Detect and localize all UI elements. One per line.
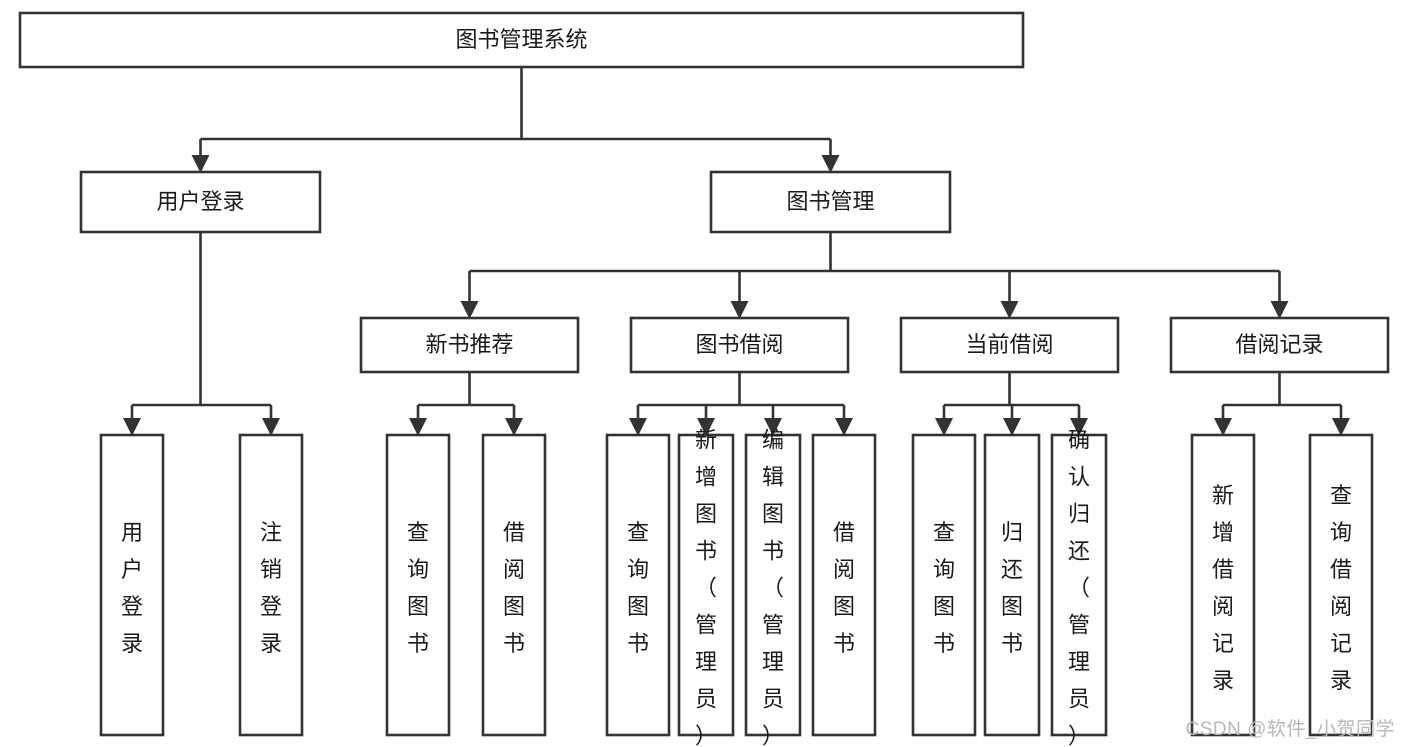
node-leaf-user-logout[interactable]: 注销登录 [238, 433, 304, 737]
node-box [911, 433, 977, 737]
node-book-manage[interactable]: 图书管理 [709, 170, 952, 234]
node-box [811, 433, 877, 737]
node-box [79, 170, 322, 234]
arrow-head-icon [629, 418, 647, 436]
node-label: 查询图书 [407, 520, 429, 656]
connector-group-user-login [123, 232, 280, 436]
node-label: 新书推荐 [425, 332, 513, 357]
node-box [1190, 433, 1256, 737]
node-label: 查询图书 [627, 520, 649, 656]
node-label: 图书借阅 [695, 332, 783, 357]
node-borrow-record[interactable]: 借阅记录 [1169, 316, 1390, 374]
node-label: 新增借阅记录 [1212, 483, 1234, 693]
arrow-head-icon [821, 155, 840, 173]
arrow-head-icon [835, 418, 853, 436]
node-book-borrow[interactable]: 图书借阅 [629, 316, 850, 374]
node-label: 编辑图书（管理员） [762, 427, 784, 747]
connector-group-root [191, 67, 840, 173]
node-box [18, 11, 1025, 69]
node-label: 归还图书 [1001, 520, 1023, 656]
node-label: 图书管理 [786, 189, 874, 214]
node-leaf-confirm-return-admin[interactable]: 确认归还（管理员） [1050, 427, 1108, 747]
node-box [1050, 433, 1108, 737]
node-box [1308, 433, 1374, 737]
node-leaf-query-book-3[interactable]: 查询图书 [911, 433, 977, 737]
node-label: 注销登录 [260, 520, 282, 656]
node-box [99, 433, 165, 737]
connector-group-borrow-record [1214, 372, 1350, 436]
node-label: 用户登录 [156, 189, 244, 214]
node-box [605, 433, 671, 737]
node-leaf-query-book-1[interactable]: 查询图书 [385, 433, 451, 737]
arrow-head-icon [191, 155, 210, 173]
node-user-login[interactable]: 用户登录 [79, 170, 322, 234]
arrow-head-icon [262, 418, 280, 436]
node-label: 借阅图书 [503, 520, 525, 656]
node-label: 当前借阅 [965, 332, 1053, 357]
node-label: 借阅记录 [1235, 332, 1323, 357]
arrow-head-icon [935, 418, 953, 436]
node-leaf-query-borrow-record[interactable]: 查询借阅记录 [1308, 433, 1374, 737]
arrow-head-icon [764, 418, 782, 436]
node-label: 查询借阅记录 [1330, 483, 1352, 693]
node-leaf-borrow-book-2[interactable]: 借阅图书 [811, 433, 877, 737]
connector-group-book-borrow [629, 372, 853, 436]
node-leaf-borrow-book-1[interactable]: 借阅图书 [481, 433, 547, 737]
arrow-head-icon [1003, 418, 1021, 436]
node-box [677, 433, 735, 737]
arrow-head-icon [1070, 418, 1088, 436]
node-box [629, 316, 850, 374]
arrow-head-icon [1214, 418, 1232, 436]
node-label: 新增图书（管理员） [695, 427, 717, 747]
node-label: 图书管理系统 [455, 27, 587, 52]
node-box [481, 433, 547, 737]
arrow-head-icon [505, 418, 523, 436]
arrow-head-icon [697, 418, 715, 436]
node-box [744, 433, 802, 737]
node-leaf-add-borrow-record[interactable]: 新增借阅记录 [1190, 433, 1256, 737]
arrow-head-icon [409, 418, 427, 436]
node-leaf-query-book-2[interactable]: 查询图书 [605, 433, 671, 737]
node-label: 用户登录 [121, 520, 143, 656]
node-leaf-user-login[interactable]: 用户登录 [99, 433, 165, 737]
node-box [385, 433, 451, 737]
arrow-head-icon [460, 301, 479, 319]
node-box [359, 316, 580, 374]
connector-group-current-borrow [935, 372, 1088, 436]
arrow-head-icon [730, 301, 749, 319]
node-root[interactable]: 图书管理系统 [18, 11, 1025, 69]
connector-group-book-manage [460, 232, 1289, 319]
node-label: 借阅图书 [833, 520, 855, 656]
node-box [709, 170, 952, 234]
node-current-borrow[interactable]: 当前借阅 [899, 316, 1120, 374]
node-box [899, 316, 1120, 374]
arrow-head-icon [123, 418, 141, 436]
node-leaf-return-book[interactable]: 归还图书 [983, 433, 1041, 737]
node-layer: 图书管理系统用户登录图书管理新书推荐图书借阅当前借阅借阅记录用户登录注销登录查询… [18, 11, 1390, 747]
node-box [983, 433, 1041, 737]
node-box [1169, 316, 1390, 374]
node-label: 确认归还（管理员） [1068, 427, 1090, 747]
arrow-head-icon [1270, 301, 1289, 319]
arrow-head-icon [1000, 301, 1019, 319]
arrow-head-icon [1332, 418, 1350, 436]
connector-group-new-book-rec [409, 372, 523, 436]
node-box [238, 433, 304, 737]
node-leaf-edit-book-admin[interactable]: 编辑图书（管理员） [744, 427, 802, 747]
node-leaf-add-book-admin[interactable]: 新增图书（管理员） [677, 427, 735, 747]
node-label: 查询图书 [933, 520, 955, 656]
connector-layer [123, 67, 1350, 436]
node-new-book-rec[interactable]: 新书推荐 [359, 316, 580, 374]
